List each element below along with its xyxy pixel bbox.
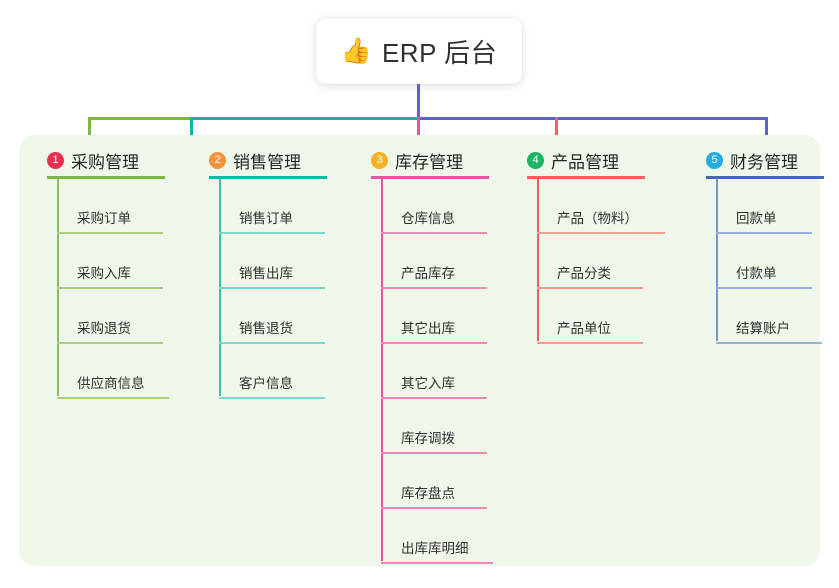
column-header-2[interactable]: 2 销售管理 [209, 148, 301, 173]
column-header-5[interactable]: 5 财务管理 [706, 148, 798, 173]
list-item-rule [537, 287, 643, 289]
connector-drop-col4 [555, 117, 558, 149]
list-item-rule [716, 342, 822, 344]
column-rule-3 [371, 176, 489, 179]
list-item[interactable]: 产品（物料） [537, 179, 665, 234]
list-item-rule [219, 287, 325, 289]
list-item-rule [381, 397, 487, 399]
list-item[interactable]: 其它出库 [381, 289, 487, 344]
page-title: ERP 后台 [381, 37, 498, 68]
list-item-label: 产品分类 [557, 266, 611, 281]
list-item-rule [57, 342, 163, 344]
list-item[interactable]: 销售出库 [219, 234, 325, 289]
connector-bus-left [88, 117, 191, 120]
column-rule-4 [527, 176, 645, 179]
list-item-label: 库存调拨 [401, 431, 455, 446]
column-title-3: 库存管理 [395, 153, 463, 172]
list-item-rule [537, 342, 643, 344]
column-header-4[interactable]: 4 产品管理 [527, 148, 619, 173]
list-item[interactable]: 结算账户 [716, 289, 822, 344]
list-item[interactable]: 采购入库 [57, 234, 163, 289]
list-item[interactable]: 库存盘点 [381, 454, 487, 509]
list-item-rule [381, 452, 487, 454]
list-item-rule [381, 562, 493, 564]
list-item-label: 销售出库 [239, 266, 293, 281]
connector-root-stem [417, 84, 420, 119]
list-item-rule [537, 232, 665, 234]
column-badge-2: 2 [209, 152, 226, 169]
list-item-rule [57, 232, 163, 234]
list-item-rule [716, 232, 812, 234]
list-item-label: 仓库信息 [401, 211, 455, 226]
list-item-rule [381, 232, 487, 234]
thumbs-up-icon: 👍 [340, 36, 372, 65]
column-badge-1: 1 [47, 152, 64, 169]
diagram-panel: 1 采购管理 采购订单 采购入库 采购退货 供应商信息 2 销售管理 [19, 135, 824, 566]
list-item-rule [219, 232, 325, 234]
list-item-rule [381, 287, 487, 289]
list-item[interactable]: 销售订单 [219, 179, 325, 234]
list-item[interactable]: 客户信息 [219, 344, 325, 399]
column-badge-5: 5 [706, 152, 723, 169]
list-item-label: 产品单位 [557, 321, 611, 336]
list-item[interactable]: 出库库明细 [381, 509, 493, 564]
column-rule-5 [706, 176, 824, 179]
list-item-rule [716, 287, 812, 289]
column-title-4: 产品管理 [551, 153, 619, 172]
connector-drop-col3 [417, 117, 420, 149]
column-header-1[interactable]: 1 采购管理 [47, 148, 139, 173]
list-item-label: 采购退货 [77, 321, 131, 336]
list-item-label: 其它入库 [401, 376, 455, 391]
column-spine-5 [716, 179, 718, 341]
list-item[interactable]: 销售退货 [219, 289, 325, 344]
list-item-label: 产品（物料） [557, 211, 638, 226]
list-item-rule [381, 342, 487, 344]
list-item[interactable]: 供应商信息 [57, 344, 169, 399]
column-badge-3: 3 [371, 152, 388, 169]
column-badge-4: 4 [527, 152, 544, 169]
list-item-label: 销售退货 [239, 321, 293, 336]
list-item-label: 采购入库 [77, 266, 131, 281]
column-spine-3 [381, 179, 383, 561]
list-item-label: 采购订单 [77, 211, 131, 226]
connector-drop-col5 [765, 117, 768, 149]
list-item[interactable]: 采购订单 [57, 179, 163, 234]
list-item[interactable]: 产品分类 [537, 234, 643, 289]
list-item-label: 销售订单 [239, 211, 293, 226]
list-item-label: 库存盘点 [401, 486, 455, 501]
list-item-rule [219, 342, 325, 344]
list-item[interactable]: 付款单 [716, 234, 812, 289]
column-rule-2 [209, 176, 327, 179]
root-node-card[interactable]: 👍 ERP 后台 [316, 18, 522, 84]
list-item-label: 供应商信息 [77, 376, 145, 391]
column-title-5: 财务管理 [730, 153, 798, 172]
list-item[interactable]: 产品库存 [381, 234, 487, 289]
list-item-label: 回款单 [736, 211, 777, 226]
column-spine-4 [537, 179, 539, 341]
connector-bus-right [417, 117, 767, 120]
list-item[interactable]: 回款单 [716, 179, 812, 234]
list-item-label: 产品库存 [401, 266, 455, 281]
list-item-rule [381, 507, 487, 509]
column-title-1: 采购管理 [71, 153, 139, 172]
list-item-rule [57, 287, 163, 289]
list-item[interactable]: 采购退货 [57, 289, 163, 344]
list-item[interactable]: 仓库信息 [381, 179, 487, 234]
list-item[interactable]: 其它入库 [381, 344, 487, 399]
list-item-label: 出库库明细 [401, 541, 469, 556]
list-item[interactable]: 产品单位 [537, 289, 643, 344]
column-rule-1 [47, 176, 165, 179]
list-item-label: 结算账户 [736, 321, 790, 336]
column-title-2: 销售管理 [233, 153, 301, 172]
connector-drop-col2 [190, 117, 193, 149]
column-header-3[interactable]: 3 库存管理 [371, 148, 463, 173]
connector-drop-col1 [88, 117, 91, 149]
list-item-label: 付款单 [736, 266, 777, 281]
list-item-label: 客户信息 [239, 376, 293, 391]
list-item-rule [219, 397, 325, 399]
list-item[interactable]: 库存调拨 [381, 399, 487, 454]
list-item-rule [57, 397, 169, 399]
connector-bus-mid [190, 117, 418, 120]
list-item-label: 其它出库 [401, 321, 455, 336]
